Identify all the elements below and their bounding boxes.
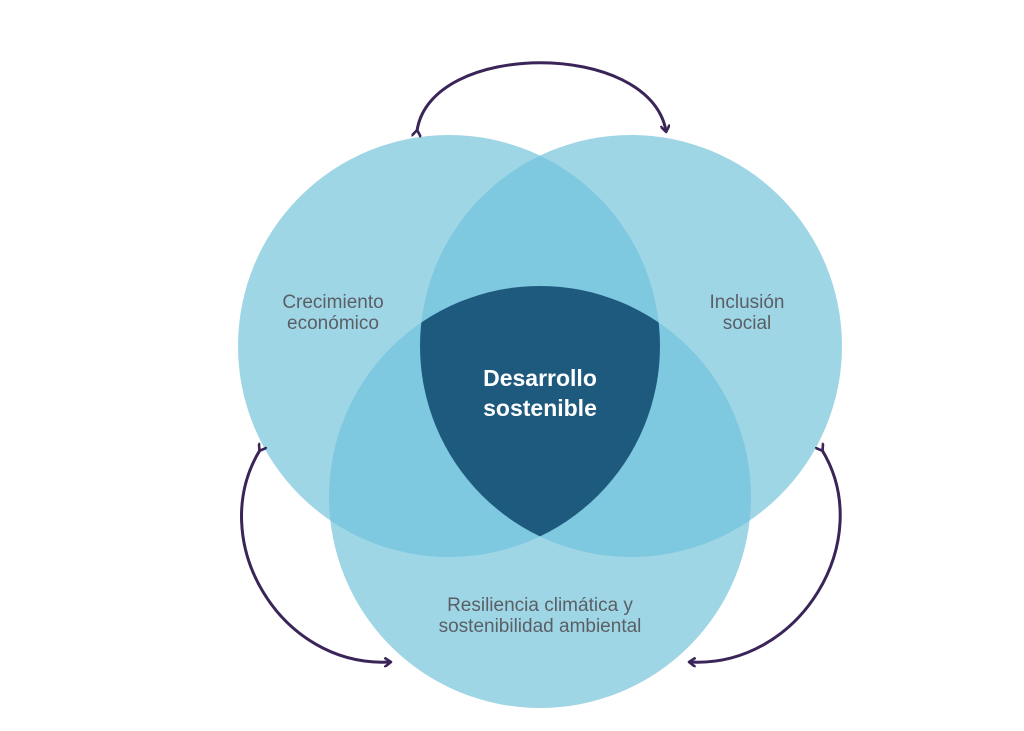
label-social-inclusion: Inclusión social (709, 292, 785, 334)
overlap-center (420, 286, 660, 557)
arrow-left-double (240, 450, 390, 662)
arrow-top-double (417, 61, 666, 131)
label-economic-growth: Crecimiento económico (282, 292, 384, 334)
arrow-right-double (690, 450, 842, 662)
label-sustainable-development: Desarrollo sostenible (483, 365, 597, 421)
label-climate-resilience: Resiliencia climática y sostenibilidad a… (438, 595, 642, 637)
